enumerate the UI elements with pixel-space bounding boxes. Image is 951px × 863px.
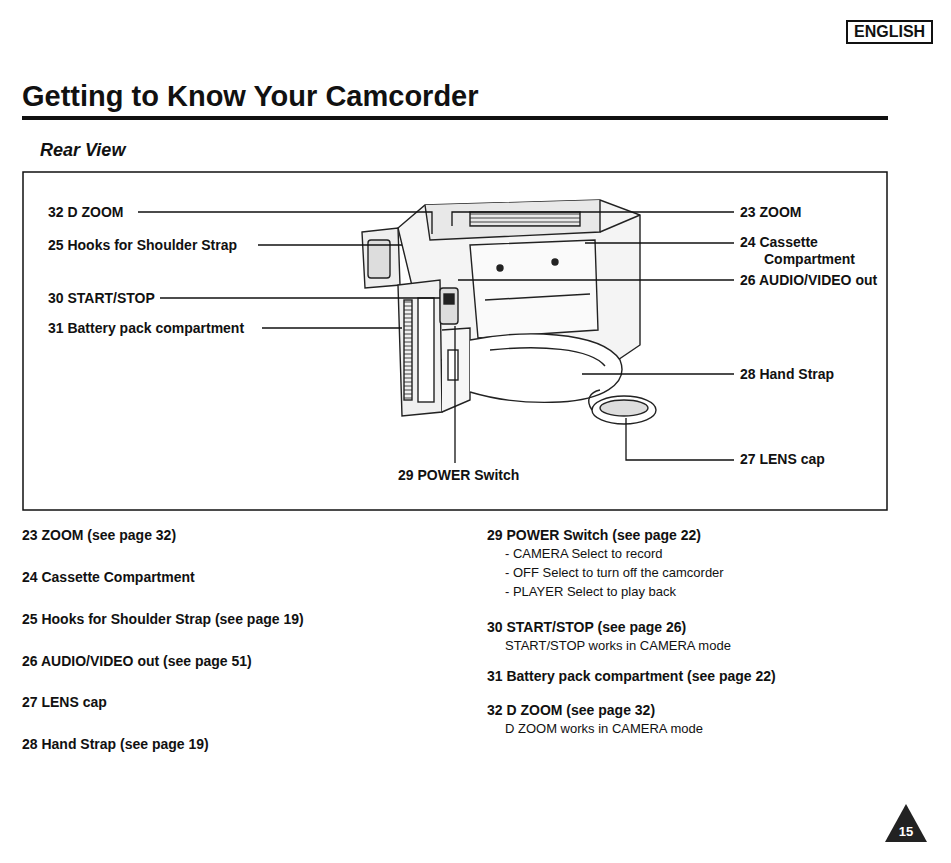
callout: 32 D ZOOM <box>48 204 123 220</box>
part-entry: 31 Battery pack compartment (see page 22… <box>487 668 776 684</box>
page-number-badge: 15 <box>884 803 928 843</box>
part-entry: 25 Hooks for Shoulder Strap (see page 19… <box>22 611 304 627</box>
camcorder <box>362 200 656 424</box>
callout: 30 START/STOP <box>48 290 155 306</box>
callout: 31 Battery pack compartment <box>48 320 244 336</box>
part-entry: 26 AUDIO/VIDEO out (see page 51) <box>22 653 252 669</box>
section-heading: Rear View <box>40 140 125 161</box>
part-entry: 28 Hand Strap (see page 19) <box>22 736 209 752</box>
callout: 25 Hooks for Shoulder Strap <box>48 237 237 253</box>
page-title: Getting to Know Your Camcorder <box>22 80 479 113</box>
figure-frame <box>23 172 887 510</box>
part-note: D ZOOM works in CAMERA mode <box>505 721 703 736</box>
part-note: START/STOP works in CAMERA mode <box>505 638 731 653</box>
language-tab: ENGLISH <box>846 20 933 44</box>
part-note: - CAMERA Select to record <box>505 546 663 561</box>
callout: 28 Hand Strap <box>740 366 834 382</box>
part-entry: 29 POWER Switch (see page 22) <box>487 527 701 543</box>
part-note: - OFF Select to turn off the camcorder <box>505 565 724 580</box>
callout: 24 Cassette Compartment <box>740 234 894 268</box>
part-entry: 27 LENS cap <box>22 694 107 710</box>
part-note: - PLAYER Select to play back <box>505 584 676 599</box>
part-entry: 30 START/STOP (see page 26) <box>487 619 686 635</box>
callout: 26 AUDIO/VIDEO out <box>740 272 877 288</box>
page-number: 15 <box>884 824 928 839</box>
tab-text: ENGLISH <box>854 23 925 41</box>
part-entry: 24 Cassette Compartment <box>22 569 195 585</box>
part-entry: 32 D ZOOM (see page 32) <box>487 702 655 718</box>
callout: 29 POWER Switch <box>398 467 519 483</box>
callout: 23 ZOOM <box>740 204 801 220</box>
title-rule <box>22 116 888 120</box>
part-entry: 23 ZOOM (see page 32) <box>22 527 176 543</box>
callout: 27 LENS cap <box>740 451 825 467</box>
